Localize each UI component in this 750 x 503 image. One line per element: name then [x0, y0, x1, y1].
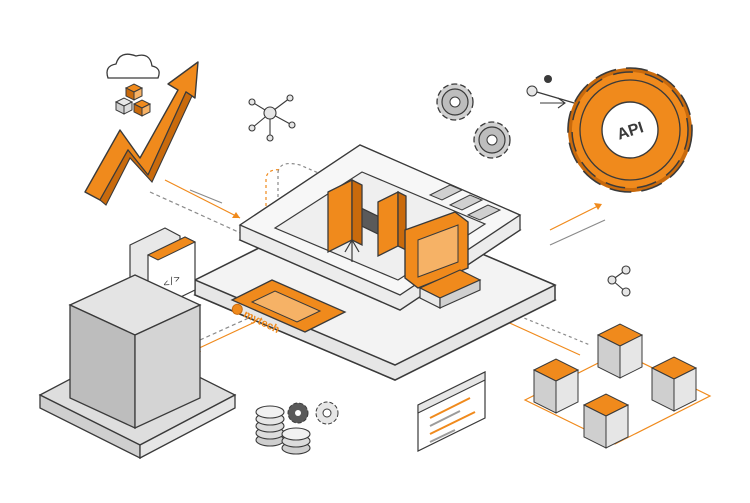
- robotic-arm-icon: [327, 178, 482, 309]
- coin-stack-icon: [255, 405, 311, 455]
- browser-window-icon: [417, 371, 486, 452]
- server-cube-icon: [38, 274, 237, 460]
- central-platform: [193, 144, 557, 381]
- cluster-node-bottom: [582, 393, 630, 449]
- cloud-icon: [106, 53, 160, 79]
- brand-panel: mytech: [230, 279, 347, 336]
- cluster-node-right: [650, 356, 698, 412]
- share-icon: [607, 265, 631, 297]
- cluster-node-left: [532, 358, 580, 414]
- cubes-icon: [114, 83, 152, 117]
- settings-gears-icon: [287, 401, 339, 425]
- cluster-node-top: [596, 323, 644, 379]
- gears-icon: [436, 83, 511, 159]
- api-gear-icon: API: [526, 67, 693, 193]
- logo-mark-icon: [231, 303, 243, 315]
- node-cluster-icon: [523, 323, 712, 449]
- network-node-icon: [248, 94, 296, 142]
- trend-arrow-icon: [84, 61, 199, 206]
